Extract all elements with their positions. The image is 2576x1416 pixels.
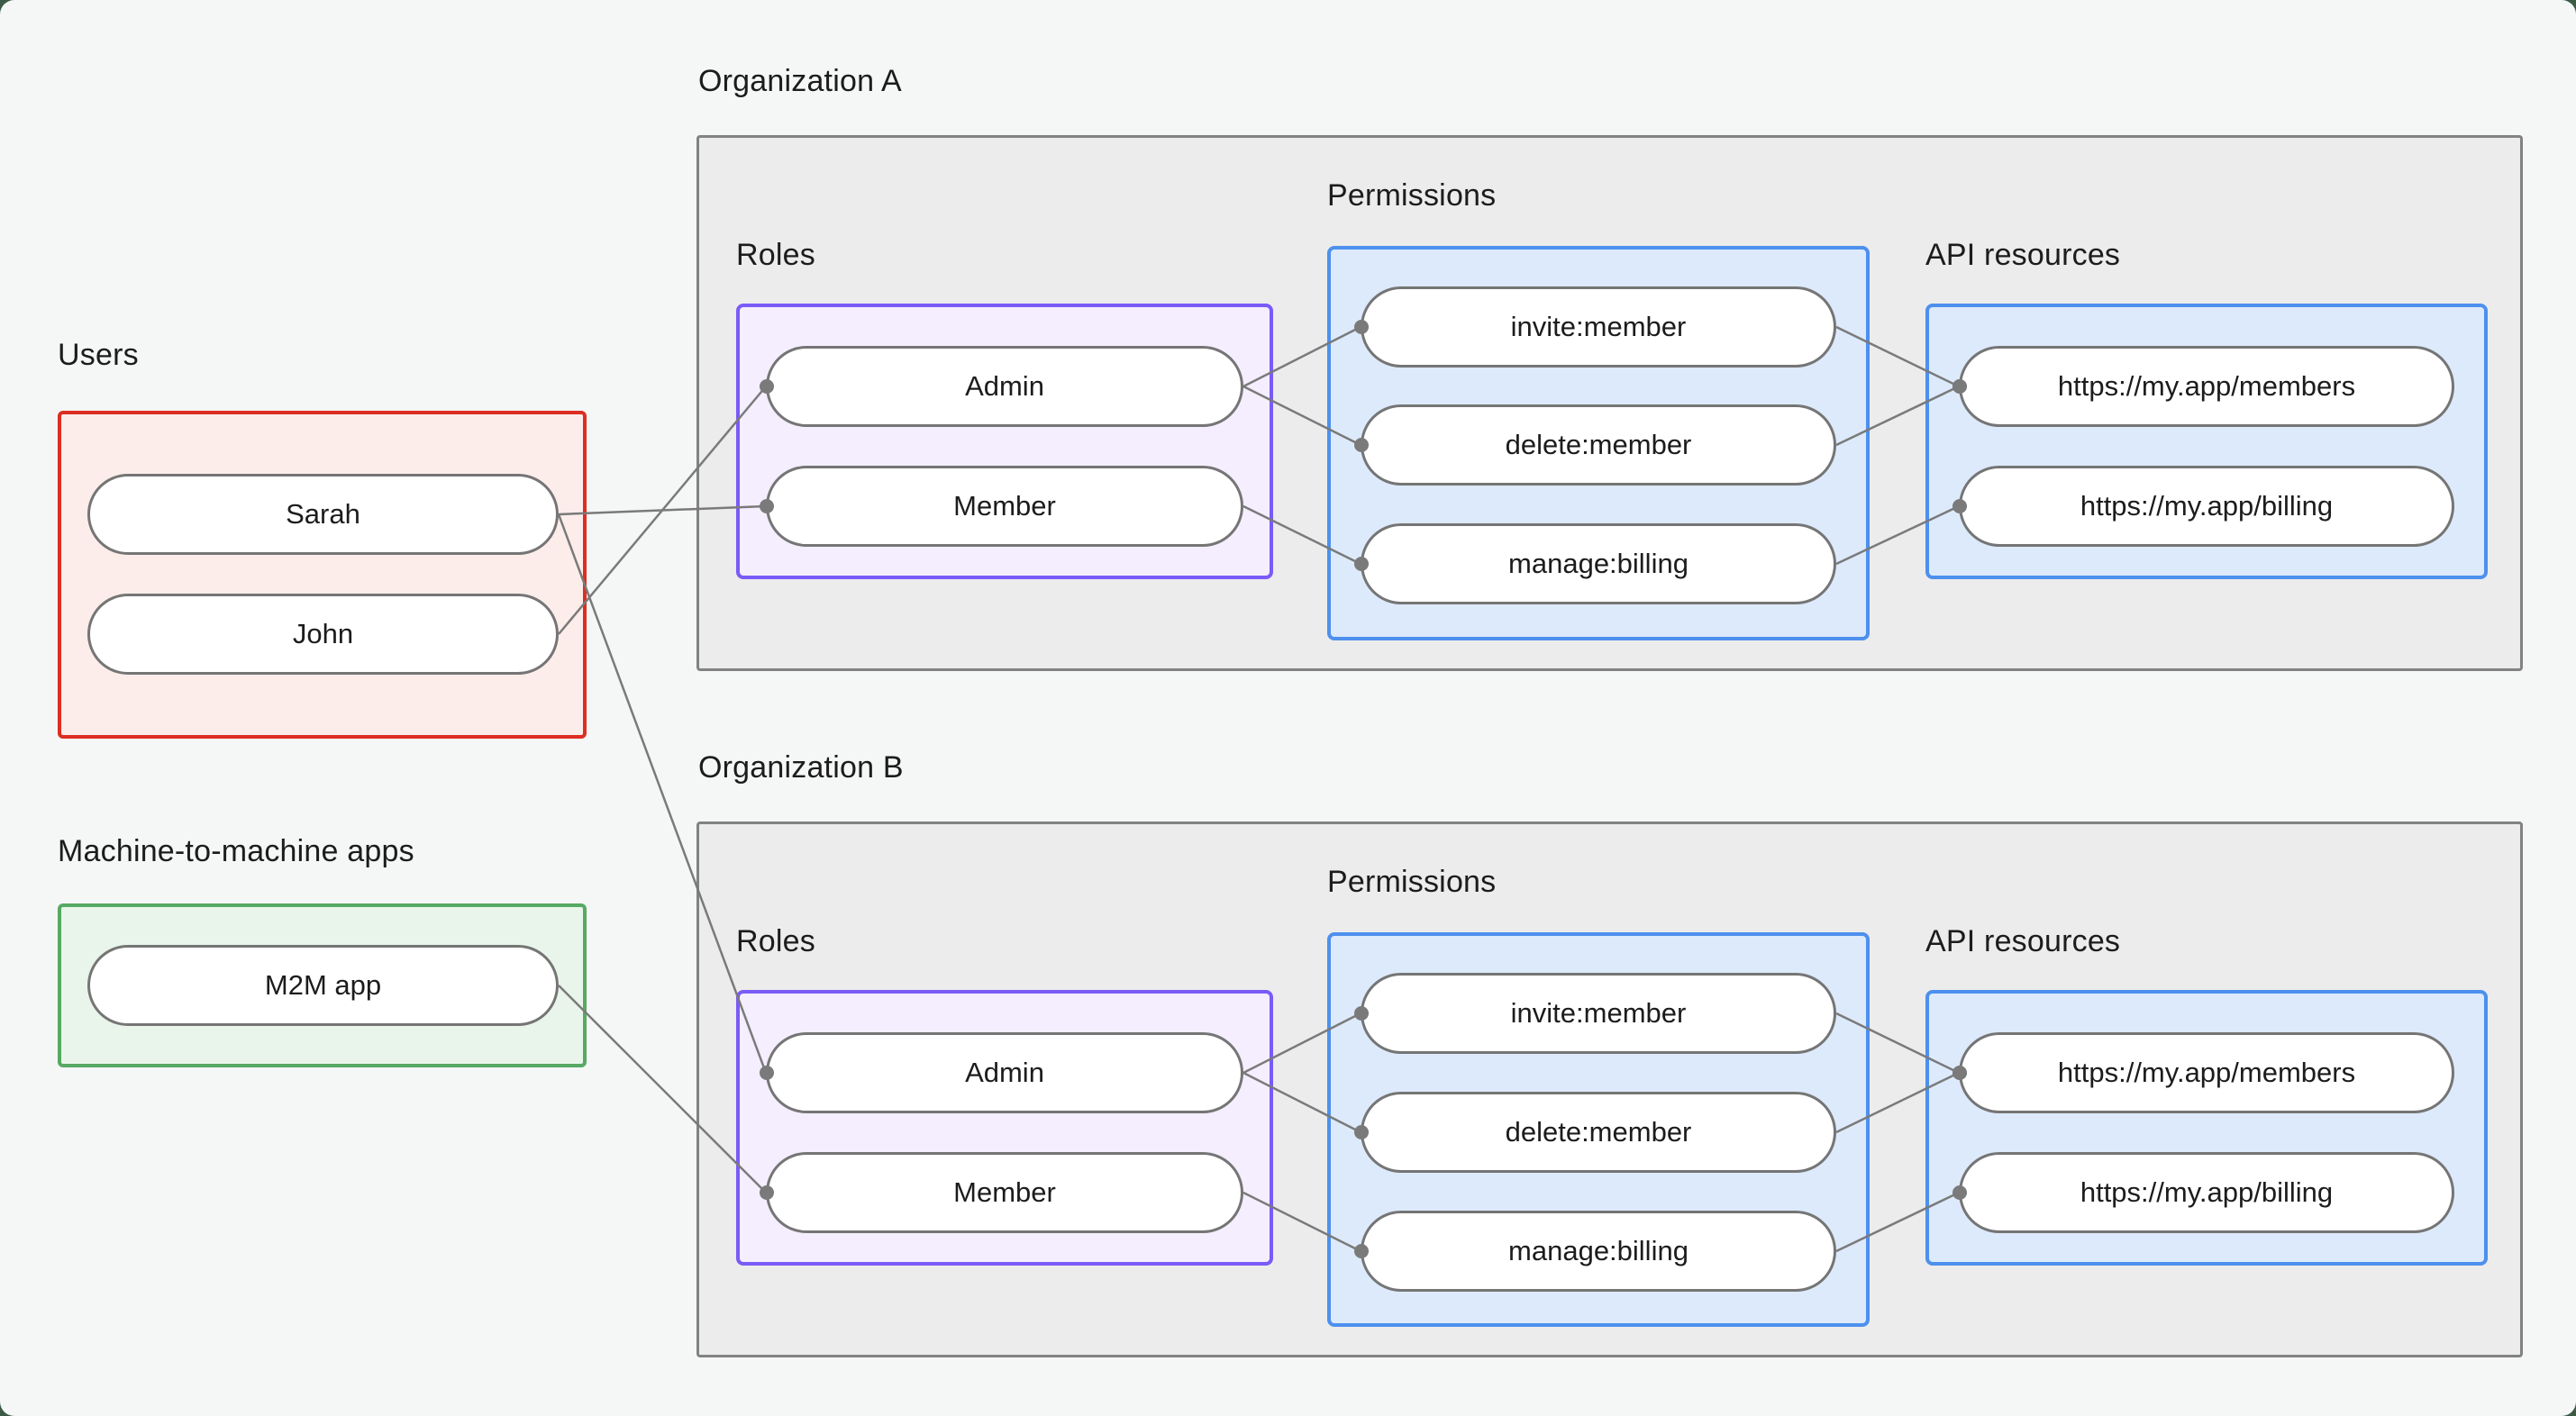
node-user-john: John <box>87 594 559 675</box>
node-m2m-app: M2M app <box>87 945 559 1026</box>
node-org-a-api-billing: https://my.app/billing <box>1959 466 2454 547</box>
node-org-a-perm-manage-billing: manage:billing <box>1361 523 1836 604</box>
org-b-permissions-label: Permissions <box>1327 865 1497 899</box>
org-a-roles-label: Roles <box>736 238 815 272</box>
org-a-api-resources-label: API resources <box>1925 238 2121 272</box>
org-b-roles-label: Roles <box>736 924 815 958</box>
node-org-b-role-member: Member <box>766 1152 1243 1233</box>
node-org-b-perm-invite-member: invite:member <box>1361 973 1836 1054</box>
node-org-b-perm-delete-member: delete:member <box>1361 1092 1836 1173</box>
org-a-permissions-label: Permissions <box>1327 178 1497 213</box>
org-b-api-resources-label: API resources <box>1925 924 2121 958</box>
node-org-a-role-member: Member <box>766 466 1243 547</box>
node-org-b-api-billing: https://my.app/billing <box>1959 1152 2454 1233</box>
node-org-a-api-members: https://my.app/members <box>1959 346 2454 427</box>
users-box <box>58 411 587 739</box>
users-label: Users <box>58 338 139 372</box>
org-a-label: Organization A <box>698 64 902 98</box>
node-org-b-perm-manage-billing: manage:billing <box>1361 1211 1836 1292</box>
m2m-apps-label: Machine-to-machine apps <box>58 834 414 868</box>
node-org-b-api-members: https://my.app/members <box>1959 1032 2454 1113</box>
node-org-a-perm-invite-member: invite:member <box>1361 286 1836 368</box>
node-user-sarah: Sarah <box>87 474 559 555</box>
org-b-label: Organization B <box>698 750 904 785</box>
node-org-b-role-admin: Admin <box>766 1032 1243 1113</box>
node-org-a-perm-delete-member: delete:member <box>1361 404 1836 486</box>
node-org-a-role-admin: Admin <box>766 346 1243 427</box>
